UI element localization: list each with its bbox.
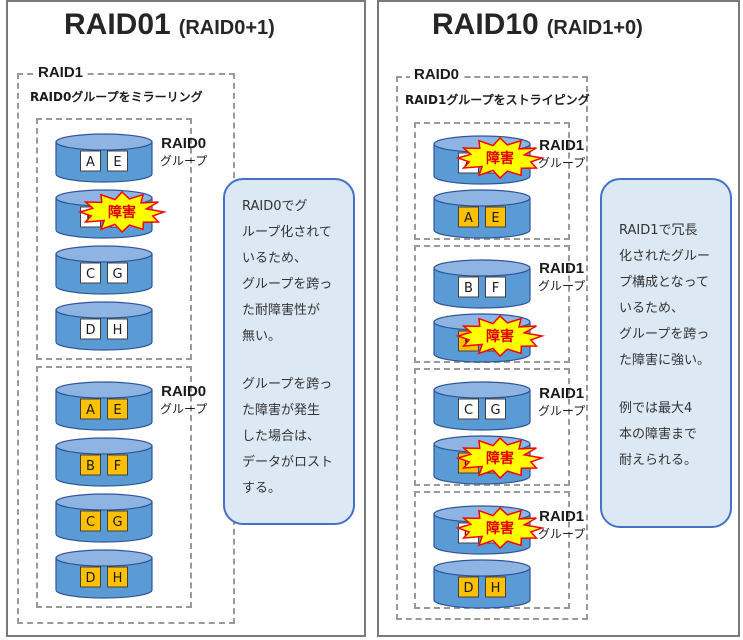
group-suffix: グループ — [538, 156, 586, 170]
group-name: RAID1 — [539, 385, 585, 402]
group-name: RAID1 — [539, 508, 585, 525]
raid10-note-para1: RAID1で冗長 化されたグルー プ構成となって いるため、 グループを跨っ た… — [619, 218, 730, 374]
raid10-title: RAID10 (RAID1+0) — [432, 8, 643, 42]
note-line: RAID0でグ — [242, 199, 308, 214]
raid10-group-1 — [414, 122, 570, 240]
note-line: データがロスト — [242, 455, 334, 470]
raid10-note-para2: 例では最大4 本の障害まで 耐えられる。 — [619, 396, 730, 474]
note-line: た障害に強い。 — [619, 353, 711, 368]
raid10-group-3 — [414, 368, 570, 486]
note-line: 例では最大4 — [619, 401, 693, 416]
group-name: RAID0 — [161, 383, 207, 400]
raid10-group-4-label: RAID1 グループ — [538, 508, 585, 542]
raid01-outer-label: RAID1 — [34, 64, 88, 81]
raid10-group-1-label: RAID1 グループ — [538, 137, 585, 171]
raid01-group-1-label: RAID0 グループ — [160, 135, 207, 169]
raid01-outer-desc: RAID0グループをミラーリング — [30, 90, 203, 104]
note-line: グループを跨っ — [242, 277, 333, 292]
raid01-group-2 — [36, 366, 192, 608]
note-line: た耐障害性が — [242, 303, 321, 318]
note-line: 本の障害まで — [619, 427, 698, 442]
raid10-group-2-label: RAID1 グループ — [538, 260, 585, 294]
note-line: 耐えられる。 — [619, 453, 698, 468]
raid01-note-para2: グループを跨っ た障害が発生 した場合は、 データがロスト する。 — [242, 372, 353, 502]
group-name: RAID1 — [539, 137, 585, 154]
group-name: RAID0 — [161, 135, 207, 152]
raid10-outer-group — [396, 76, 588, 620]
raid10-title-sub: (RAID1+0) — [546, 17, 643, 39]
raid10-group-3-label: RAID1 グループ — [538, 385, 585, 419]
group-suffix: グループ — [538, 279, 586, 293]
raid01-title-sub: (RAID0+1) — [178, 17, 275, 39]
note-line: した場合は、 — [242, 429, 321, 444]
raid01-group-1 — [36, 118, 192, 360]
group-name: RAID1 — [539, 260, 585, 277]
note-line: いるため、 — [619, 301, 685, 316]
note-line: グループを跨っ — [242, 377, 333, 392]
raid01-group-2-label: RAID0 グループ — [160, 383, 207, 417]
raid10-note: RAID1で冗長 化されたグルー プ構成となって いるため、 グループを跨っ た… — [600, 178, 732, 528]
raid01-title-main: RAID01 — [64, 8, 171, 41]
note-line: する。 — [242, 481, 282, 496]
raid01-note: RAID0でグ ループ化されて いるため、 グループを跨っ た耐障害性が 無い。… — [223, 178, 355, 525]
group-suffix: グループ — [538, 527, 586, 541]
raid01-note-para1: RAID0でグ ループ化されて いるため、 グループを跨っ た耐障害性が 無い。 — [242, 194, 353, 350]
note-line: グループを跨っ — [619, 327, 710, 342]
note-line: ループ化されて — [242, 225, 332, 240]
group-suffix: グループ — [538, 404, 586, 418]
note-line: 無い。 — [242, 329, 282, 344]
raid10-outer-desc: RAID1グループをストライピング — [405, 93, 590, 107]
note-line: 化されたグルー — [619, 249, 711, 264]
note-line: プ構成となって — [619, 275, 709, 290]
group-suffix: グループ — [160, 402, 208, 416]
raid10-outer-label: RAID0 — [410, 66, 464, 83]
note-line: いるため、 — [242, 251, 308, 266]
note-line: た障害が発生 — [242, 403, 321, 418]
raid10-title-main: RAID10 — [432, 8, 539, 41]
raid01-title: RAID01 (RAID0+1) — [64, 8, 275, 42]
group-suffix: グループ — [160, 154, 208, 168]
note-line: RAID1で冗長 — [619, 223, 698, 238]
